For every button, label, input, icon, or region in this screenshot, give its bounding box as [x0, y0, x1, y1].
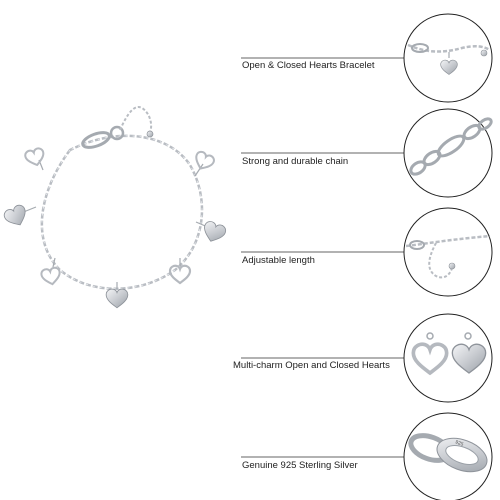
- feature-label-2: Strong and durable chain: [242, 156, 349, 167]
- feature-label-3: Adjustable length: [242, 255, 315, 266]
- 925-stamp-detail-icon: 925: [403, 412, 493, 500]
- bracelet-image: [1, 106, 228, 309]
- feature-label-4: Multi-charm Open and Closed Hearts: [233, 360, 390, 371]
- feature-label-5: Genuine 925 Sterling Silver: [242, 460, 358, 471]
- extender-chain-detail-icon: [403, 207, 493, 297]
- connector-lines: [241, 57, 405, 458]
- figaro-chain-detail-icon: [403, 108, 493, 198]
- detail-circles: 925: [403, 13, 493, 500]
- bracelet-clasp-detail-icon: [403, 13, 493, 103]
- stamp-text: 925: [454, 439, 464, 448]
- feature-label-1: Open & Closed Hearts Bracelet: [242, 60, 375, 71]
- heart-charms-detail-icon: [403, 313, 493, 403]
